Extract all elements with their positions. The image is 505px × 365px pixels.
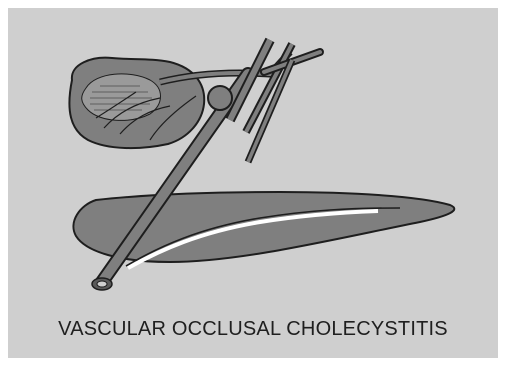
vessel-junction (208, 86, 232, 110)
figure-caption: VASCULAR OCCLUSAL CHOLECYSTITIS (8, 317, 498, 341)
